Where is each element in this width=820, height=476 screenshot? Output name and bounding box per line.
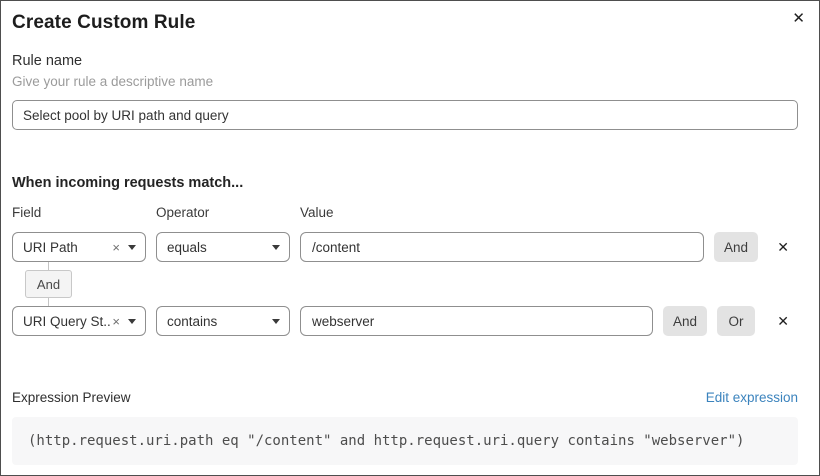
connector-and-badge: And <box>25 270 72 298</box>
operator-dropdown-2[interactable]: contains <box>156 306 290 336</box>
condition-row-1: URI Path × equals And ✕ <box>12 232 798 262</box>
field-column-label: Field <box>12 205 42 220</box>
expression-preview-label: Expression Preview <box>12 390 131 405</box>
field-dropdown-1-value: URI Path <box>23 239 78 255</box>
clear-selection-icon[interactable]: × <box>112 313 120 329</box>
delete-row-1-icon[interactable]: ✕ <box>777 239 789 255</box>
and-button-row-1[interactable]: And <box>714 232 759 262</box>
expression-code-preview: (http.request.uri.path eq "/content" and… <box>12 417 798 465</box>
chevron-down-icon <box>128 318 136 324</box>
connector-line-bottom <box>48 298 49 306</box>
logic-connector: And <box>25 262 72 306</box>
rule-name-input[interactable] <box>12 100 798 130</box>
value-input-2[interactable] <box>300 306 653 336</box>
column-labels: Field Operator Value <box>12 205 798 220</box>
operator-dropdown-1-value: equals <box>167 239 207 255</box>
expression-preview-header: Expression Preview Edit expression <box>12 390 798 405</box>
chevron-down-icon <box>128 244 136 250</box>
or-button-row-2[interactable]: Or <box>717 306 756 336</box>
match-heading: When incoming requests match... <box>12 175 244 191</box>
dialog-title: Create Custom Rule <box>12 12 196 33</box>
edit-expression-link[interactable]: Edit expression <box>705 390 798 405</box>
field-dropdown-1[interactable]: URI Path × <box>12 232 146 262</box>
clear-selection-icon[interactable]: × <box>112 239 120 255</box>
rule-name-helper-text: Give your rule a descriptive name <box>12 74 214 89</box>
field-dropdown-2[interactable]: URI Query St... × <box>12 306 146 336</box>
operator-column-label: Operator <box>156 205 210 220</box>
chevron-down-icon <box>272 244 280 250</box>
and-button-row-2[interactable]: And <box>663 306 708 336</box>
value-column-label: Value <box>300 205 334 220</box>
condition-row-2: URI Query St... × contains And Or ✕ <box>12 306 798 336</box>
close-icon[interactable]: ✕ <box>788 7 809 31</box>
operator-dropdown-2-value: contains <box>167 313 218 329</box>
field-dropdown-2-value: URI Query St... <box>23 313 113 329</box>
chevron-down-icon <box>272 318 280 324</box>
connector-line-top <box>48 262 49 270</box>
value-input-1[interactable] <box>300 232 704 262</box>
operator-dropdown-1[interactable]: equals <box>156 232 290 262</box>
delete-row-2-icon[interactable]: ✕ <box>777 313 789 329</box>
rule-name-label: Rule name <box>12 53 83 69</box>
